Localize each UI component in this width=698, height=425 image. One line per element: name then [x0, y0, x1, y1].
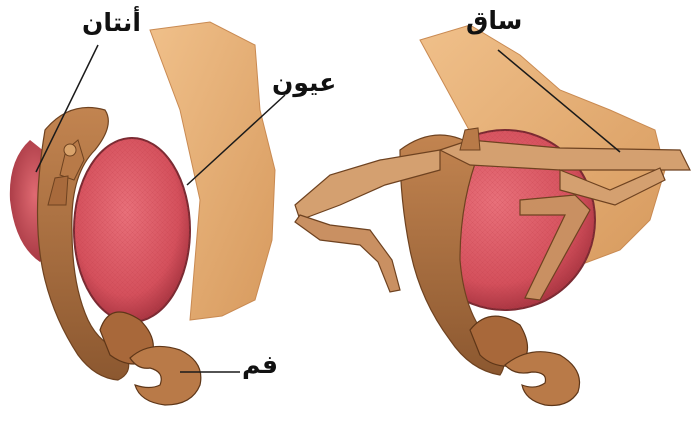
label-antennae: أنتان: [82, 10, 141, 35]
right-insect-head: [295, 25, 690, 405]
left-insect-head: [10, 22, 285, 405]
left-mouthparts: [100, 312, 201, 405]
right-mouthparts: [470, 316, 580, 405]
label-eyes: عيون: [272, 70, 336, 95]
label-mouth: فم: [242, 352, 278, 377]
label-leg: ساق: [466, 8, 522, 33]
